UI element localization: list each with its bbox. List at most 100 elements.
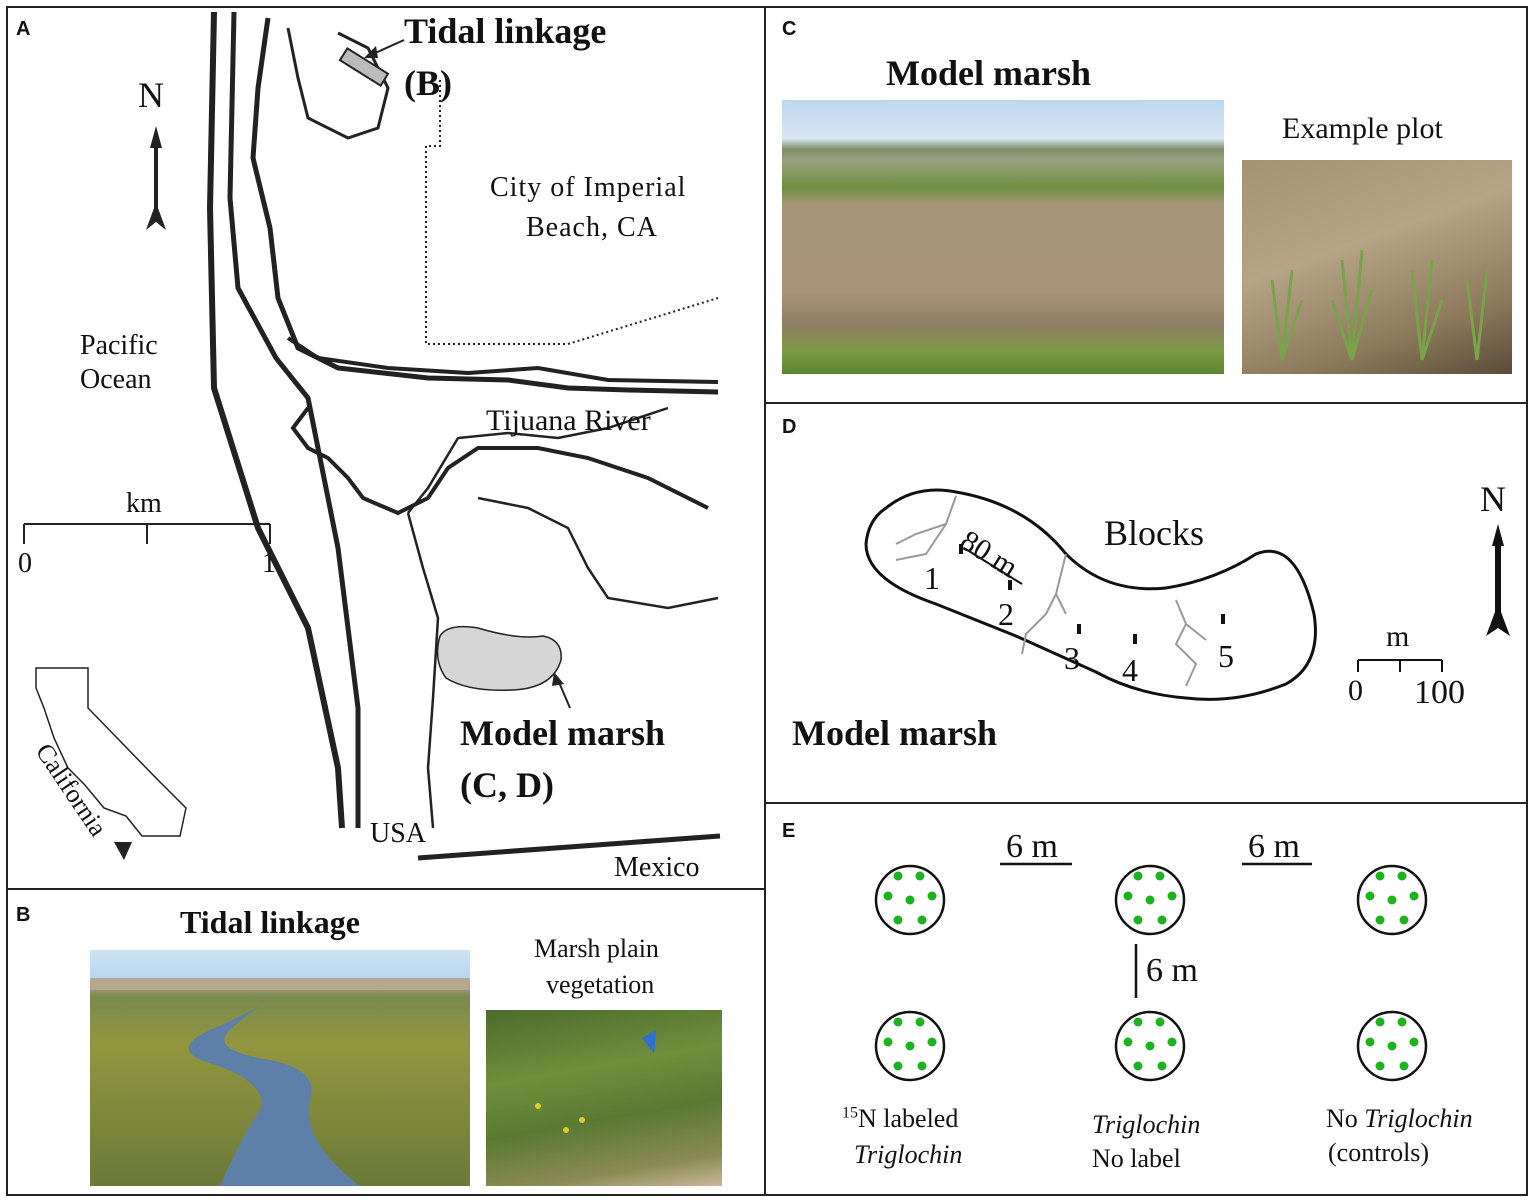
plant-dot [917, 915, 927, 925]
flower-3 [535, 1103, 541, 1109]
plant-dot [927, 1037, 937, 1047]
spacing-label-vertical: 6 m [1146, 952, 1198, 989]
coastline-inner [227, 11, 361, 828]
tidal-linkage-label: Tidal linkage [404, 11, 607, 51]
usa-label: USA [370, 818, 427, 849]
plant-dot [1145, 895, 1155, 905]
tidal-linkage-marker [338, 46, 390, 88]
plant-1 [1270, 269, 1304, 361]
plant-dot [883, 1037, 893, 1047]
plant-dot [927, 891, 937, 901]
plant-dot [1157, 1061, 1167, 1071]
channel-east [286, 336, 719, 384]
flower-2 [579, 1117, 585, 1123]
km-scale-unit: km [126, 488, 162, 519]
tidal-linkage-ref: (B) [404, 63, 452, 103]
marsh-vegetation-photo-svg [535, 1030, 656, 1133]
block-label-2: 2 [998, 596, 1014, 632]
plant-dot [1375, 1061, 1385, 1071]
plant-dot [1365, 1037, 1375, 1047]
plant-2 [1330, 249, 1374, 361]
model-marsh-ref: (C, D) [460, 765, 554, 805]
panel-a-letter: A [16, 18, 31, 40]
channel-north [286, 27, 390, 140]
example-plot-photo [1242, 160, 1512, 374]
north-label-d: N [1480, 479, 1506, 519]
river-branch-1 [407, 406, 669, 514]
treatment-unlabeled-line2: No label [1092, 1144, 1181, 1173]
plot-design-svg [874, 862, 1428, 1082]
river-label: Tijuana River [486, 404, 651, 437]
treatment-unlabeled-line1: Triglochin [1092, 1110, 1201, 1139]
plant-dot [1387, 895, 1397, 905]
plant-dot [1365, 891, 1375, 901]
distance-line [963, 547, 1023, 585]
plant-dot [1157, 915, 1167, 925]
treatment-control-line2: (controls) [1328, 1138, 1430, 1167]
treatment-labeled-line1: N labeled [858, 1104, 959, 1133]
panel-a-map: A Tidal linkage (B) N City of Imperial B… [6, 6, 766, 890]
tidal-channel-1 [895, 495, 957, 561]
isotope-superscript: 15 [842, 1104, 858, 1122]
panel-c-title: Model marsh [886, 53, 1091, 93]
model-marsh-arrowhead [552, 672, 564, 686]
plant-dot [1167, 891, 1177, 901]
plant-dot [1133, 1061, 1143, 1071]
plant-dot [915, 871, 925, 881]
mexico-label: Mexico [614, 852, 700, 883]
block-label-3: 3 [1064, 640, 1080, 676]
treatment-labeled-line2: Triglochin [854, 1140, 963, 1169]
panel-b-caption-line1: Marsh plain [534, 934, 659, 963]
plant-dot [893, 1017, 903, 1027]
ocean-label-line2: Ocean [80, 364, 152, 395]
m-scale-unit: m [1386, 620, 1410, 653]
block-label-5: 5 [1218, 638, 1234, 674]
plant-dot [917, 1061, 927, 1071]
plant-dot [915, 1017, 925, 1027]
plant-dot [1155, 1017, 1165, 1027]
m-scale-min: 0 [1348, 674, 1363, 707]
panel-e-design: E 6 m 6 m 6 m 15N labeled Triglochin Tri… [764, 802, 1528, 1196]
spacing-label-left: 6 m [1006, 828, 1058, 865]
tidal-linkage-arrow [372, 39, 405, 55]
plant-dot [893, 871, 903, 881]
tidal-linkage-photo-svg [90, 978, 470, 1186]
plant-dot [1399, 1061, 1409, 1071]
plant-dot [905, 1041, 915, 1051]
plant-dot [1145, 1041, 1155, 1051]
km-scale-max: 1 [262, 548, 276, 579]
plant-dot [1397, 1017, 1407, 1027]
plant-dot [1409, 891, 1419, 901]
plant-dot [1167, 1037, 1177, 1047]
treatment-control-line1: No Triglochin [1326, 1104, 1473, 1134]
blocks-svg [864, 488, 1510, 701]
block-marker-5 [1221, 614, 1225, 624]
plant-dot [1397, 871, 1407, 881]
survey-flag [642, 1030, 656, 1054]
border-line [417, 833, 721, 861]
treatment-control-prefix: No [1326, 1104, 1365, 1133]
plant-dot [1409, 1037, 1419, 1047]
north-arrow-icon [146, 126, 166, 230]
plant-dot [1399, 915, 1409, 925]
example-plot-photo-svg [1270, 249, 1489, 361]
map-svg [23, 11, 721, 861]
river-branch-3 [477, 496, 719, 610]
city-label-line1: City of Imperial [490, 172, 687, 203]
blocks-label: Blocks [1104, 513, 1205, 553]
panel-b-letter: B [16, 904, 31, 926]
tidal-linkage-photo [90, 950, 470, 1186]
river-branch-2 [406, 512, 440, 829]
model-marsh-photo [782, 100, 1224, 374]
spacing-label-right: 6 m [1248, 828, 1300, 865]
plant-dot [1133, 1017, 1143, 1027]
panel-e-letter: E [782, 820, 796, 842]
model-marsh-marker [436, 625, 562, 691]
flower-1 [563, 1127, 569, 1133]
plant-dot [905, 895, 915, 905]
panel-c-letter: C [782, 18, 797, 40]
california-outline [35, 667, 187, 837]
panel-d-title: Model marsh [792, 713, 997, 753]
plant-3 [1410, 259, 1444, 361]
ocean-label-line1: Pacific [80, 330, 158, 361]
